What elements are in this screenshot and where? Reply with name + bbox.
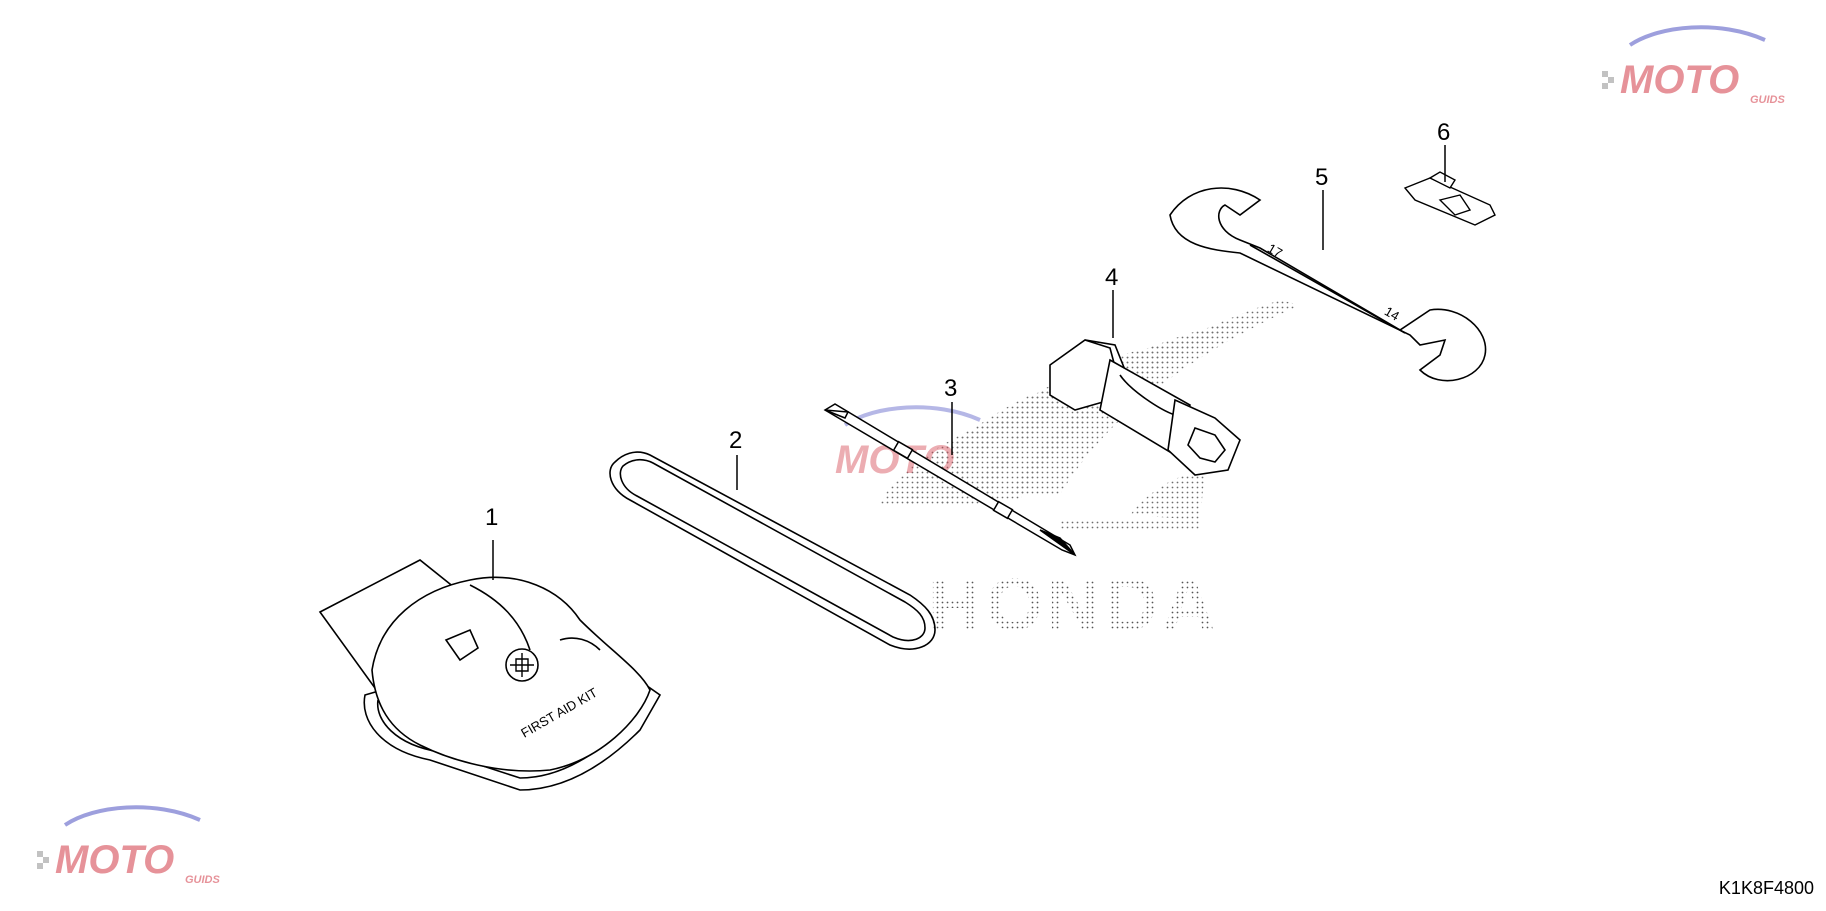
part-6-clip[interactable] [1403, 171, 1496, 226]
part-2-strap[interactable] [609, 451, 936, 650]
wrench-size-17-label: 17 [1265, 240, 1285, 260]
svg-text:GUIDS: GUIDS [1750, 94, 1786, 106]
part-3-screwdriver[interactable] [823, 403, 1077, 557]
part-4-plug-wrench[interactable] [1049, 339, 1241, 476]
svg-text:MOTO: MOTO [55, 838, 174, 882]
callout-4[interactable]: 4 [1105, 264, 1118, 291]
wrench-size-14-label: 14 [1382, 303, 1402, 323]
part-1-first-aid-kit[interactable]: FIRST AID KIT [318, 559, 662, 791]
honda-wing-background-logo [880, 300, 1300, 530]
callout-5[interactable]: 5 [1315, 164, 1328, 191]
svg-text:GUIDS: GUIDS [185, 874, 221, 886]
callout-6[interactable]: 6 [1437, 119, 1450, 146]
svg-text:MOTO: MOTO [1620, 58, 1739, 102]
callout-2[interactable]: 2 [729, 427, 742, 454]
moto-guids-watermark-top-right: MOTO GUIDS [1602, 25, 1786, 106]
moto-guids-watermark-bottom-left: MOTO GUIDS [37, 805, 221, 886]
callout-3[interactable]: 3 [944, 375, 957, 402]
diagram-code: K1K8F4800 [1718, 878, 1814, 898]
part-5-open-end-wrench[interactable]: 17 14 [1169, 187, 1487, 382]
honda-background-text: HONDA [928, 563, 1219, 646]
callout-1[interactable]: 1 [485, 504, 498, 531]
